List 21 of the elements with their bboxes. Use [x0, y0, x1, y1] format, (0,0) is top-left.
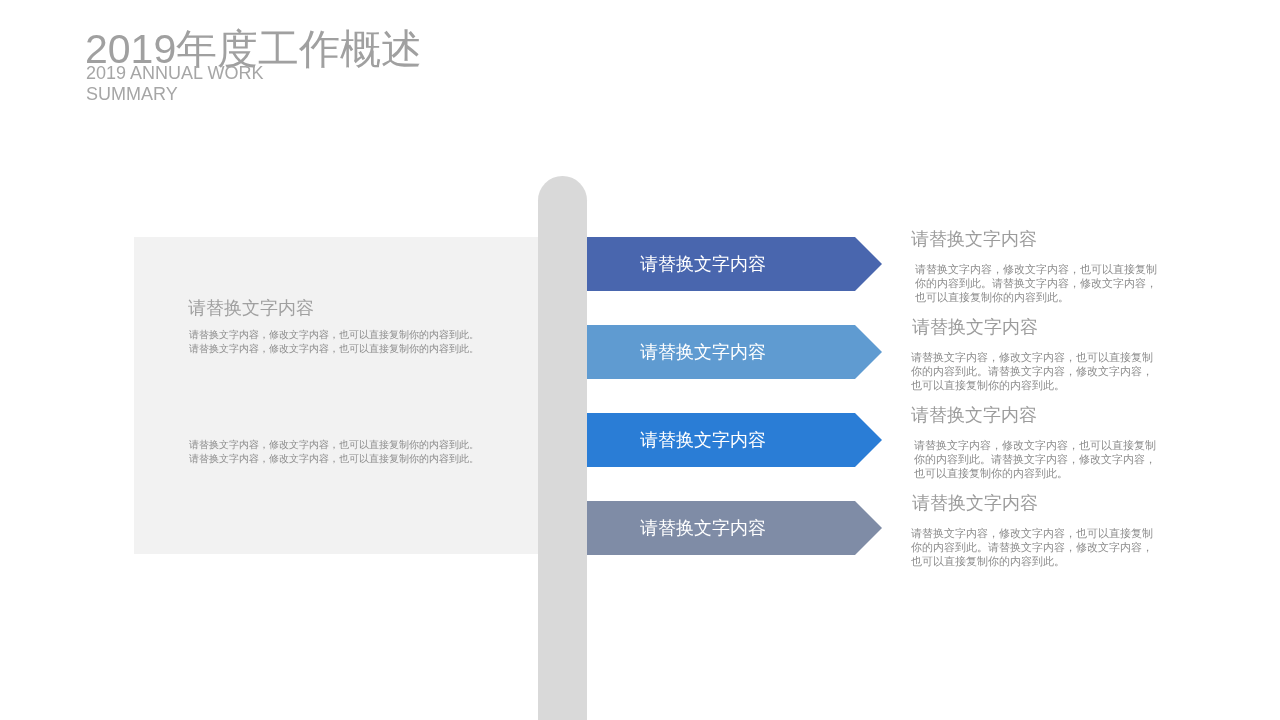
- arrow-banner: [587, 325, 882, 379]
- banner-label: 请替换文字内容: [640, 253, 766, 276]
- side-text: 请替换文字内容，修改文字内容，也可以直接复制你的内容到此。请替换文字内容，修改文字内容，也可以直接复制你的内容到此。: [911, 526, 1154, 568]
- side-heading: 请替换文字内容: [912, 316, 1038, 339]
- side-heading: 请替换文字内容: [911, 404, 1037, 427]
- arrow-banner: [587, 413, 882, 467]
- banner-label: 请替换文字内容: [640, 341, 766, 364]
- panel-text: 请替换文字内容，修改文字内容，也可以直接复制你的内容到此。请替换文字内容，修改文字内容，也可以直接复制你的内容到此。: [189, 438, 480, 466]
- side-text: 请替换文字内容，修改文字内容，也可以直接复制你的内容到此。请替换文字内容，修改文字内容，也可以直接复制你的内容到此。: [915, 262, 1158, 304]
- text-panel: [134, 237, 540, 554]
- side-heading: 请替换文字内容: [912, 492, 1038, 515]
- signpost-pole: [538, 176, 587, 720]
- side-text: 请替换文字内容，修改文字内容，也可以直接复制你的内容到此。请替换文字内容，修改文字内容，也可以直接复制你的内容到此。: [911, 350, 1154, 392]
- panel-text: 请替换文字内容，修改文字内容，也可以直接复制你的内容到此。请替换文字内容，修改文字内容，也可以直接复制你的内容到此。: [189, 328, 480, 356]
- side-text: 请替换文字内容，修改文字内容，也可以直接复制你的内容到此。请替换文字内容，修改文字内容，也可以直接复制你的内容到此。: [914, 438, 1157, 480]
- banner-label: 请替换文字内容: [640, 429, 766, 452]
- panel-heading: 请替换文字内容: [188, 297, 314, 320]
- arrow-banner: [587, 501, 882, 555]
- banner-label: 请替换文字内容: [640, 517, 766, 540]
- arrow-banner: [587, 237, 882, 291]
- side-heading: 请替换文字内容: [911, 228, 1037, 251]
